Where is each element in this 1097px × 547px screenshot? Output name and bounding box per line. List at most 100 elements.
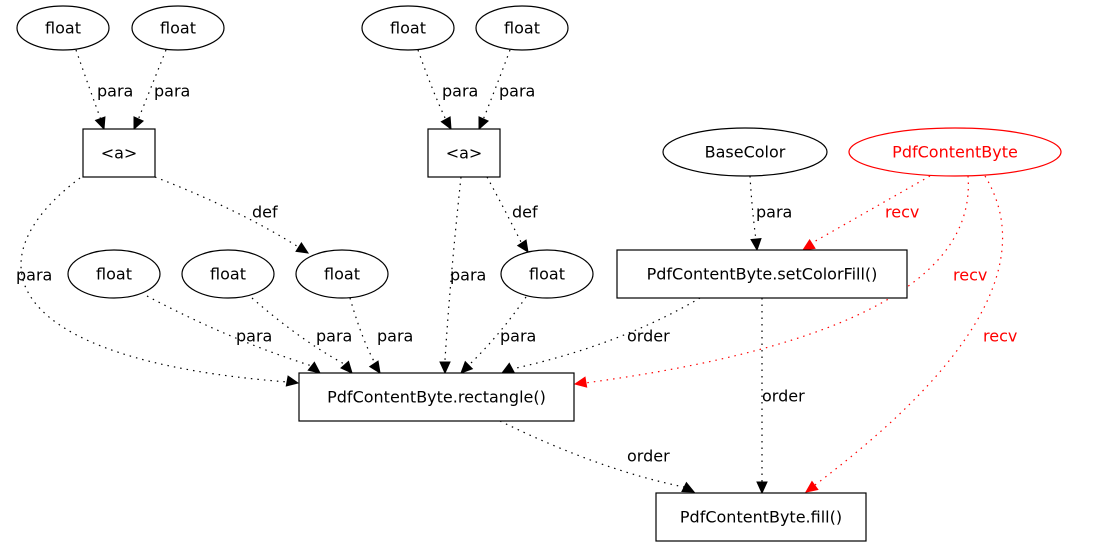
- edge-line: [499, 420, 685, 488]
- arrowhead-icon: [478, 116, 490, 131]
- edge-line: [467, 296, 527, 367]
- edge-f7-rect: para: [349, 297, 413, 375]
- edge-a2-rect: para: [439, 176, 486, 375]
- edge-label: para: [97, 82, 133, 101]
- arrowhead-icon: [500, 362, 515, 374]
- node-fill[interactable]: PdfContentByte.fill(): [655, 492, 867, 542]
- node-f2[interactable]: float: [131, 5, 225, 51]
- node-label: float: [324, 265, 360, 284]
- node-label: float: [210, 265, 246, 284]
- arrowhead-icon: [805, 480, 819, 493]
- edge-line: [482, 49, 511, 121]
- edge-pcb-fill: recv: [805, 175, 1017, 493]
- ellipse-node-shape: [67, 249, 161, 299]
- edge-f1-a1: para: [75, 49, 133, 131]
- arrowhead-icon: [681, 481, 696, 493]
- edge-label: order: [627, 327, 670, 346]
- node-pcb[interactable]: PdfContentByte: [848, 127, 1062, 177]
- arrowhead-icon: [750, 238, 762, 252]
- node-f3[interactable]: float: [361, 5, 455, 51]
- edge-label: order: [762, 387, 805, 406]
- ellipse-node-shape: [16, 5, 110, 51]
- edge-line: [749, 175, 757, 241]
- edge-setcolor-fill: order: [756, 298, 805, 495]
- node-label: float: [96, 265, 132, 284]
- node-label: PdfContentByte.setColorFill(): [647, 265, 878, 284]
- edge-line: [75, 49, 102, 121]
- edge-a1-f7: def: [154, 176, 310, 254]
- node-f8[interactable]: float: [500, 249, 594, 299]
- edge-line: [137, 49, 167, 121]
- node-a1[interactable]: <a>: [82, 128, 156, 178]
- edge-label: def: [512, 203, 538, 222]
- ellipse-node-shape: [361, 5, 455, 51]
- edge-line: [251, 297, 347, 366]
- edge-line: [154, 176, 301, 249]
- ellipse-node-shape: [475, 5, 569, 51]
- ellipse-node-shape: [500, 249, 594, 299]
- edge-line: [486, 176, 523, 245]
- edge-label: para: [499, 82, 535, 101]
- edge-label: para: [450, 266, 486, 285]
- edge-line: [349, 297, 377, 366]
- arrowhead-icon: [439, 361, 451, 375]
- node-label: float: [390, 19, 426, 38]
- node-f5[interactable]: float: [67, 249, 161, 299]
- node-f6[interactable]: float: [181, 249, 275, 299]
- node-label: PdfContentByte.fill(): [680, 508, 842, 527]
- arrowhead-icon: [460, 360, 474, 374]
- edge-f4-a2: para: [478, 49, 535, 131]
- edge-label: recv: [983, 327, 1017, 346]
- edge-label: order: [627, 447, 670, 466]
- edge-label: recv: [885, 203, 919, 222]
- edge-label: para: [316, 327, 352, 346]
- edge-label: para: [154, 82, 190, 101]
- edge-rect-fill: order: [499, 420, 696, 493]
- node-f1[interactable]: float: [16, 5, 110, 51]
- node-basecolor[interactable]: BaseColor: [662, 127, 828, 177]
- edge-f5-rect: para: [146, 295, 321, 374]
- arrowhead-icon: [516, 239, 529, 254]
- node-label: <a>: [101, 144, 138, 163]
- edge-line: [444, 176, 462, 361]
- edge-label: para: [377, 327, 413, 346]
- edge-line: [146, 295, 313, 367]
- ellipse-node-shape: [662, 127, 828, 177]
- edge-label: para: [756, 203, 792, 222]
- edge-basecolor-setcolor: para: [749, 175, 792, 252]
- node-label: PdfContentByte: [892, 143, 1018, 162]
- arrowhead-icon: [340, 360, 353, 374]
- node-setcolor[interactable]: PdfContentByte.setColorFill(): [616, 249, 908, 299]
- edge-f3-a2: para: [417, 49, 478, 131]
- edge-f2-a1: para: [133, 49, 190, 131]
- edge-line: [511, 297, 701, 370]
- node-rect[interactable]: PdfContentByte.rectangle(): [298, 372, 575, 422]
- node-f4[interactable]: float: [475, 5, 569, 51]
- node-a2[interactable]: <a>: [427, 128, 501, 178]
- node-label: float: [504, 19, 540, 38]
- box-node-shape: [427, 128, 501, 178]
- arrowhead-icon: [801, 238, 816, 251]
- node-f7[interactable]: float: [295, 249, 389, 299]
- arrowhead-icon: [307, 361, 321, 374]
- edge-label: para: [236, 327, 272, 346]
- arrowhead-icon: [285, 375, 300, 387]
- ellipse-node-shape: [181, 249, 275, 299]
- arrowhead-icon: [133, 116, 145, 131]
- node-label: <a>: [446, 144, 483, 163]
- ellipse-node-shape: [848, 127, 1062, 177]
- box-node-shape: [616, 249, 908, 299]
- node-label: PdfContentByte.rectangle(): [327, 388, 546, 407]
- edge-f6-rect: para: [251, 297, 353, 374]
- edge-a1-rect: para: [16, 177, 300, 387]
- arrowhead-icon: [368, 360, 381, 375]
- edge-label: def: [252, 203, 278, 222]
- node-label: float: [160, 19, 196, 38]
- edge-setcolor-rect: order: [500, 297, 701, 374]
- edge-label: para: [500, 327, 536, 346]
- box-node-shape: [298, 372, 575, 422]
- box-node-shape: [82, 128, 156, 178]
- arrowhead-icon: [573, 376, 588, 388]
- edge-label: para: [16, 266, 52, 285]
